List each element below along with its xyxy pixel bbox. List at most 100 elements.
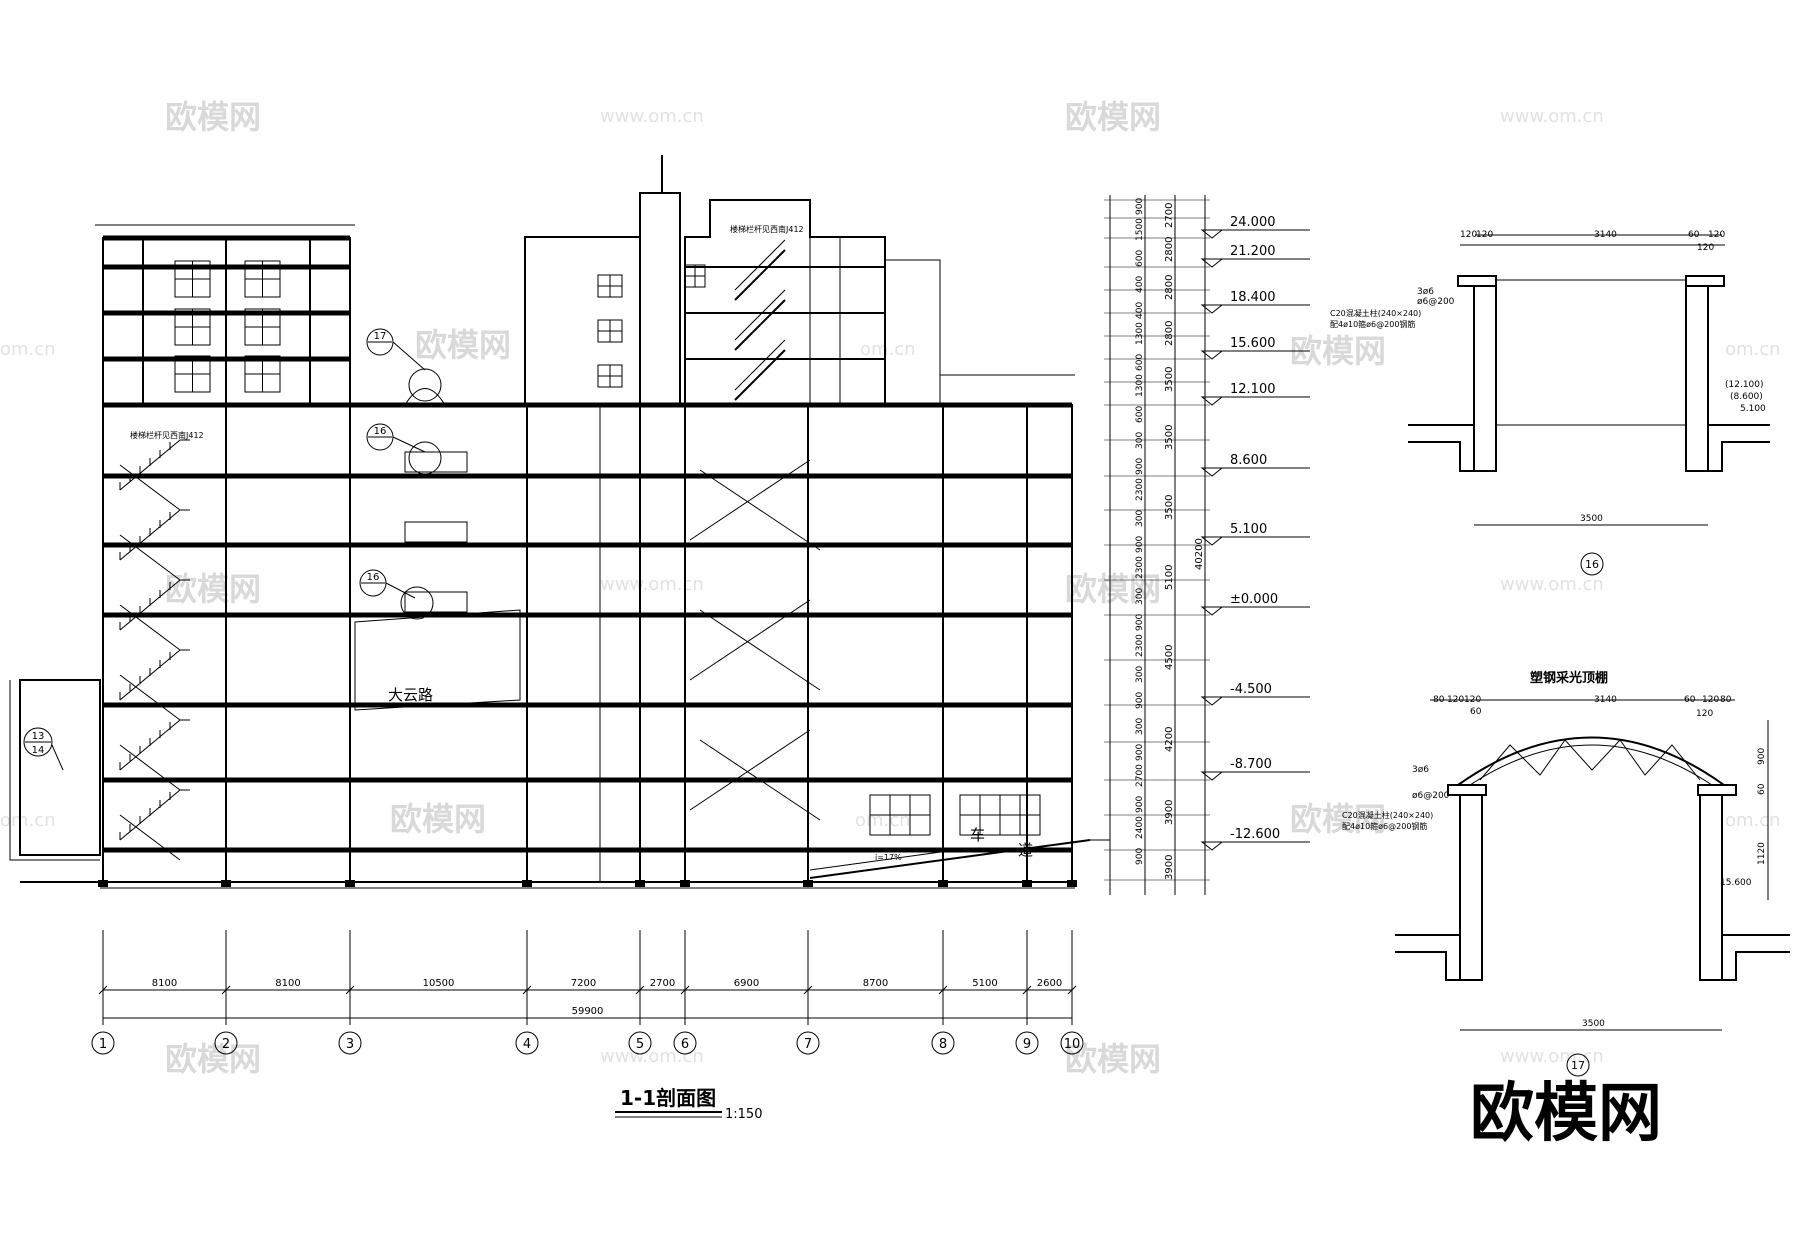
axis-label: 9	[1023, 1037, 1031, 1052]
dim-text: 80	[1433, 695, 1445, 705]
detail-offset-text: 1300	[1135, 374, 1145, 397]
watermark-layer: 欧模网 欧模网 www.om.cn www.om.cn 欧模网 欧模网 om.c…	[0, 98, 1781, 1078]
stair-flight	[734, 249, 786, 301]
elevation-text: -12.600	[1230, 827, 1280, 842]
detail-offset-text: 300	[1135, 666, 1145, 683]
callout-number: 16	[374, 426, 387, 437]
ring-beam-left	[1457, 275, 1497, 287]
span-dim-text: 2700	[650, 978, 675, 989]
watermark-brand: 欧模网	[1290, 800, 1386, 838]
skylight-dome-roof	[404, 388, 446, 406]
stair-flight	[119, 439, 190, 491]
watermark-brand: 欧模网	[165, 570, 261, 608]
axis-bubble	[1060, 1031, 1084, 1055]
dim-text: 3500	[1582, 1019, 1605, 1029]
elevation-text: -4.500	[1230, 682, 1272, 697]
dim-text: 120	[1447, 695, 1464, 705]
slab-left	[1395, 934, 1460, 981]
column-right	[1685, 285, 1709, 472]
axis-bubble	[91, 1031, 115, 1055]
road-void	[354, 609, 521, 711]
section-title-text: 1-1剖面图	[620, 1086, 716, 1110]
dim-text: 120	[1696, 709, 1713, 719]
watermark-site: www.om.cn	[600, 574, 704, 595]
dim-text: 60	[1757, 783, 1767, 795]
storey-height-text: 5100	[1164, 565, 1175, 590]
skylight-16a	[404, 451, 468, 473]
axis-label: 7	[804, 1037, 812, 1052]
callout-number: 16	[367, 572, 380, 583]
slab-right	[1722, 934, 1790, 981]
section-1-1: 大云路 车 道 i=17% 楼梯栏杆见西南J412 楼梯栏杆见西南J412 16…	[9, 155, 1310, 1122]
detail-offset-text: 2300	[1135, 634, 1145, 657]
elevator-shaft	[639, 192, 681, 405]
column-note: C20混凝土柱(240×240)	[1342, 810, 1433, 820]
detail-offset-text: 2400	[1135, 816, 1145, 839]
elevation-note: 5.100	[1740, 404, 1766, 414]
detail-offset-text: 900	[1135, 614, 1145, 631]
span-dim-text: 5100	[972, 978, 997, 989]
total-span-text: 59900	[572, 1006, 604, 1017]
stair-flight	[119, 534, 181, 581]
dim-text: 120	[1476, 230, 1493, 240]
watermark-site-short: om.cn	[1725, 339, 1781, 360]
stair-flight	[699, 469, 821, 551]
elevation-text: 21.200	[1230, 244, 1276, 259]
watermark-site-short: om.cn	[0, 339, 56, 360]
axis-bubble	[214, 1031, 238, 1055]
dim-tick	[221, 985, 231, 995]
column-note: 配4ø10箍ø6@200钢筋	[1342, 821, 1427, 831]
column-footing	[1067, 880, 1077, 887]
section-scale: 1:150	[725, 1107, 762, 1122]
detail-offset-text: 900	[1135, 458, 1145, 475]
axis-label: 1	[99, 1037, 107, 1052]
detail-offset-text: 2300	[1135, 556, 1145, 579]
left-earth-line	[9, 680, 100, 861]
storey-height-text: 2800	[1164, 275, 1175, 300]
span-dim-text: 10500	[423, 978, 455, 989]
dim-text: 3140	[1594, 230, 1617, 240]
storey-height-text: 3900	[1164, 800, 1175, 825]
watermark-site: www.om.cn	[1500, 106, 1604, 127]
stair-flight	[119, 744, 181, 791]
axis-label: 2	[222, 1037, 230, 1052]
stair-flight	[119, 814, 181, 861]
watermark-site-short: om.cn	[1725, 810, 1781, 831]
skylight-mid	[404, 521, 468, 543]
storey-height-text: 2800	[1164, 321, 1175, 346]
elevation-text: 24.000	[1230, 215, 1276, 230]
stair-flight	[689, 729, 811, 811]
axis-bubble	[931, 1031, 955, 1055]
elevation-text: 15.600	[1230, 336, 1276, 351]
stair-flight	[119, 719, 190, 771]
dim-tick	[1067, 985, 1077, 995]
dim-tick	[803, 985, 813, 995]
callout-16a: 16	[366, 423, 442, 475]
skylight-truss	[1479, 739, 1701, 781]
ramp-label-left: 车	[970, 826, 985, 844]
storey-height-text: 3500	[1164, 425, 1175, 450]
dim-tick	[345, 985, 355, 995]
axis-bubble	[628, 1031, 652, 1055]
stair-flight	[119, 674, 181, 721]
detail-offset-text: 900	[1135, 536, 1145, 553]
callout-16b: 16	[359, 569, 434, 620]
slope-label: i=17%	[875, 853, 902, 862]
dim-tick	[938, 985, 948, 995]
stair-flight	[734, 339, 786, 391]
axis-label: 6	[681, 1037, 689, 1052]
storey-height-text: 2700	[1164, 203, 1175, 228]
stair-flight	[734, 289, 786, 341]
floor-slabs	[103, 264, 1072, 853]
detail-number: 17	[1571, 1059, 1585, 1072]
column-footing	[221, 880, 231, 887]
callout-number: 17	[374, 331, 387, 342]
detail-offset-text: 300	[1135, 718, 1145, 735]
elevation-text: 12.100	[1230, 382, 1276, 397]
ring-beam-right	[1697, 784, 1737, 796]
left-retaining-wall	[19, 679, 101, 856]
span-dim-text: 8100	[152, 978, 177, 989]
dim-tick	[635, 985, 645, 995]
skylight-arch	[1457, 736, 1725, 786]
watermark-site: www.om.cn	[600, 106, 704, 127]
